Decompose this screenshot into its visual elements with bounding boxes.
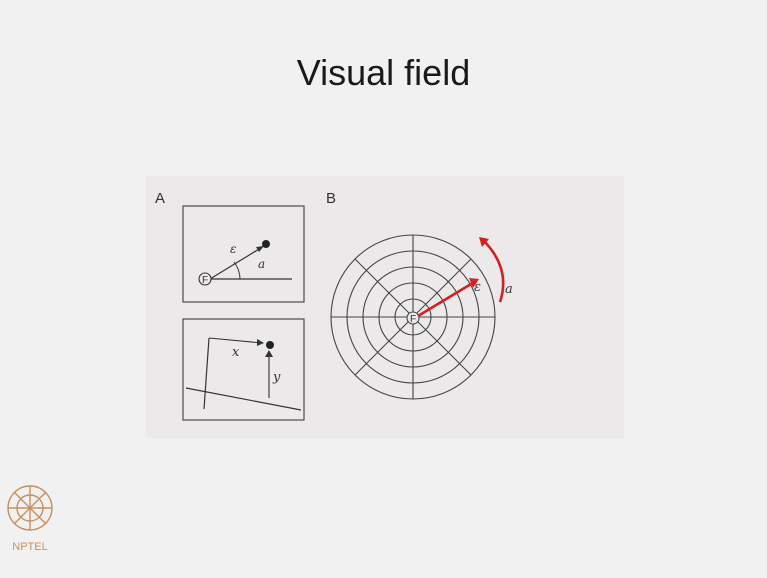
angle-symbol: a xyxy=(505,282,513,297)
panel-a-polar-diagram: F ε a xyxy=(198,240,292,286)
fixation-circle xyxy=(198,272,212,286)
logo-text: NPTEL xyxy=(12,541,47,553)
panel-a-polar-box xyxy=(182,205,305,303)
arrowhead-icon xyxy=(469,278,479,288)
figure-svg: A B F ε a x y xyxy=(155,190,513,421)
eccentricity-symbol: ε xyxy=(230,242,236,256)
target-dot xyxy=(266,341,274,349)
angle-arc xyxy=(233,261,241,280)
arrowhead-icon xyxy=(479,237,489,247)
y-symbol: y xyxy=(272,370,281,385)
fixation-label: F xyxy=(202,275,208,286)
eccentricity-symbol: ε xyxy=(474,280,481,295)
x-axis-line xyxy=(185,387,302,411)
panel-a-cartesian-diagram: x y xyxy=(185,337,302,411)
fixation-circle xyxy=(406,311,420,325)
panel-b-label: B xyxy=(326,190,336,207)
panel-a-label: A xyxy=(155,190,165,207)
angle-arrow xyxy=(483,240,505,303)
eccentricity-vector xyxy=(209,245,265,280)
nptel-logo: NPTEL xyxy=(7,485,53,553)
eccentricity-arrow xyxy=(417,279,477,318)
panel-a-cartesian-box xyxy=(182,318,305,421)
target-dot xyxy=(262,240,270,248)
panel-b-annotations: F ε a xyxy=(406,237,513,325)
x-distance-arrow xyxy=(208,337,263,344)
y-axis-line xyxy=(203,337,210,410)
panel-b-polar-grid xyxy=(330,234,496,400)
angle-symbol: a xyxy=(258,257,265,271)
slide-title: Visual field xyxy=(296,52,471,93)
arrowhead-icon xyxy=(265,350,273,357)
visual-field-figure: A B F ε a x y xyxy=(146,176,624,438)
arrowhead-icon xyxy=(257,339,264,346)
fixation-label: F xyxy=(410,314,416,325)
arrowhead-icon xyxy=(256,246,264,252)
x-symbol: x xyxy=(232,345,240,360)
